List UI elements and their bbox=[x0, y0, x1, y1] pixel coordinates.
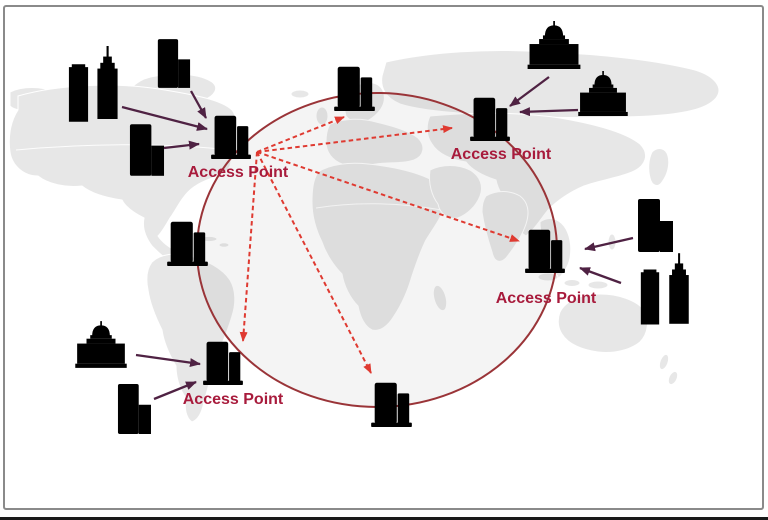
solid-arrow bbox=[135, 353, 201, 368]
dashed-link bbox=[256, 116, 345, 153]
solid-arrow bbox=[584, 236, 634, 252]
solid-arrow bbox=[121, 105, 208, 131]
region-india bbox=[481, 191, 529, 262]
continent-australia bbox=[557, 293, 648, 353]
spire-skyscraper-icon bbox=[94, 46, 121, 119]
island-indonesia-2 bbox=[563, 279, 581, 287]
capitol-dome-building-icon bbox=[72, 321, 130, 368]
spire-skyscraper-icon bbox=[666, 253, 692, 324]
relay-building-icon bbox=[334, 65, 375, 111]
region-east-asia bbox=[426, 112, 647, 237]
solid-arrow bbox=[509, 76, 550, 107]
capitol-dome-building-icon bbox=[575, 71, 631, 116]
region-middle-east bbox=[429, 165, 483, 219]
access-point-building-icon bbox=[470, 96, 510, 141]
office-annex-building-icon bbox=[636, 199, 674, 252]
access-point-building-icon bbox=[211, 114, 251, 159]
access-point-label: Access Point bbox=[182, 391, 284, 408]
dashed-link bbox=[239, 151, 258, 342]
access-point-building-icon bbox=[203, 340, 243, 385]
client-arrows bbox=[121, 76, 634, 401]
island-new-zealand-1 bbox=[658, 353, 670, 371]
solid-arrow bbox=[579, 266, 622, 285]
relay-building-icon bbox=[167, 220, 208, 266]
access-point-label: Access Point bbox=[187, 164, 289, 181]
island-indonesia-3 bbox=[587, 280, 609, 290]
office-tower-icon bbox=[67, 64, 90, 122]
island-caribbean-2 bbox=[218, 242, 230, 248]
map-internal-border bbox=[15, 144, 231, 151]
office-annex-building-icon bbox=[128, 124, 165, 176]
island-iceland bbox=[290, 89, 310, 99]
island-madagascar bbox=[432, 284, 448, 312]
map-internal-border-africa bbox=[315, 203, 443, 211]
dashed-link bbox=[256, 151, 372, 374]
island-japan bbox=[648, 148, 670, 186]
continent-south-america bbox=[146, 253, 236, 423]
solid-arrow bbox=[163, 140, 200, 150]
relay-building-icon bbox=[371, 381, 412, 427]
access-point-building-icon bbox=[525, 228, 565, 273]
screenshot-bottom-edge bbox=[0, 517, 768, 520]
dashed-link bbox=[256, 125, 453, 153]
dashed-links-from-hub bbox=[239, 116, 520, 374]
island-new-zealand-2 bbox=[667, 370, 679, 386]
access-point-label: Access Point bbox=[495, 290, 597, 307]
office-annex-building-icon bbox=[116, 384, 152, 434]
solid-arrow bbox=[189, 90, 208, 119]
solid-arrow bbox=[153, 380, 197, 401]
solid-arrow bbox=[519, 107, 579, 117]
capitol-dome-building-icon bbox=[524, 21, 584, 69]
access-point-label: Access Point bbox=[450, 146, 552, 163]
office-annex-building-icon bbox=[156, 39, 191, 88]
office-tower-icon bbox=[639, 269, 661, 325]
